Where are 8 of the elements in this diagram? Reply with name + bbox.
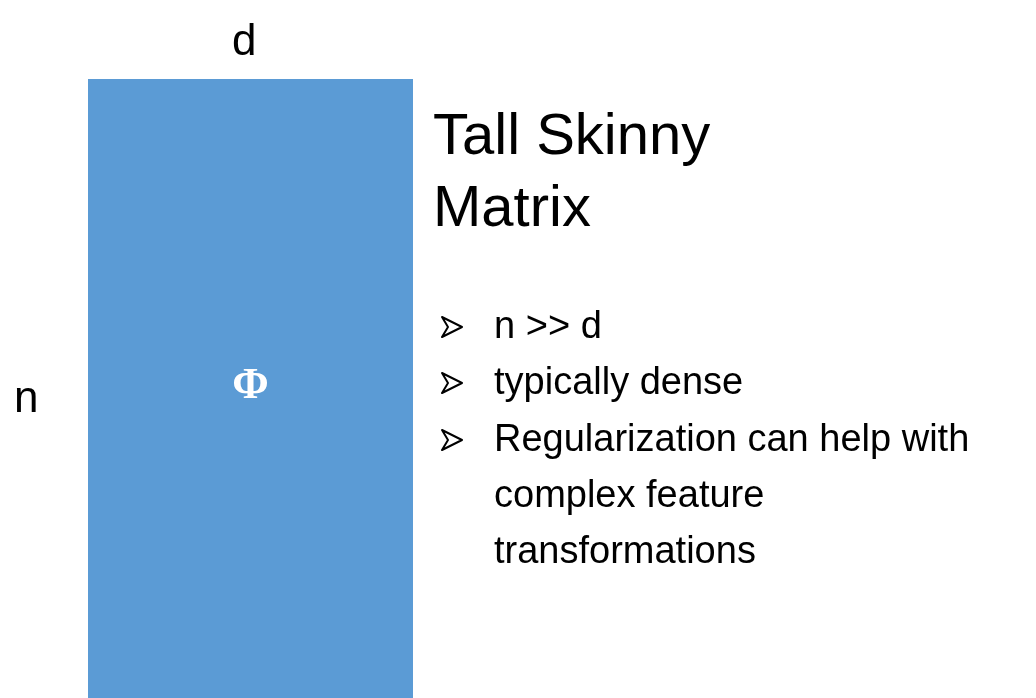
matrix-symbol: Φ bbox=[232, 358, 269, 409]
matrix-rectangle bbox=[88, 79, 413, 698]
bullet-text: typically dense bbox=[494, 359, 745, 404]
bullet-text: Regularization can help with complex feature transformations bbox=[494, 416, 971, 573]
slide-title: Tall Skinny Matrix bbox=[433, 100, 712, 240]
bullet-text: n >> d bbox=[494, 303, 603, 348]
dimension-label: n bbox=[14, 375, 39, 419]
dimension-label: d bbox=[232, 18, 257, 62]
